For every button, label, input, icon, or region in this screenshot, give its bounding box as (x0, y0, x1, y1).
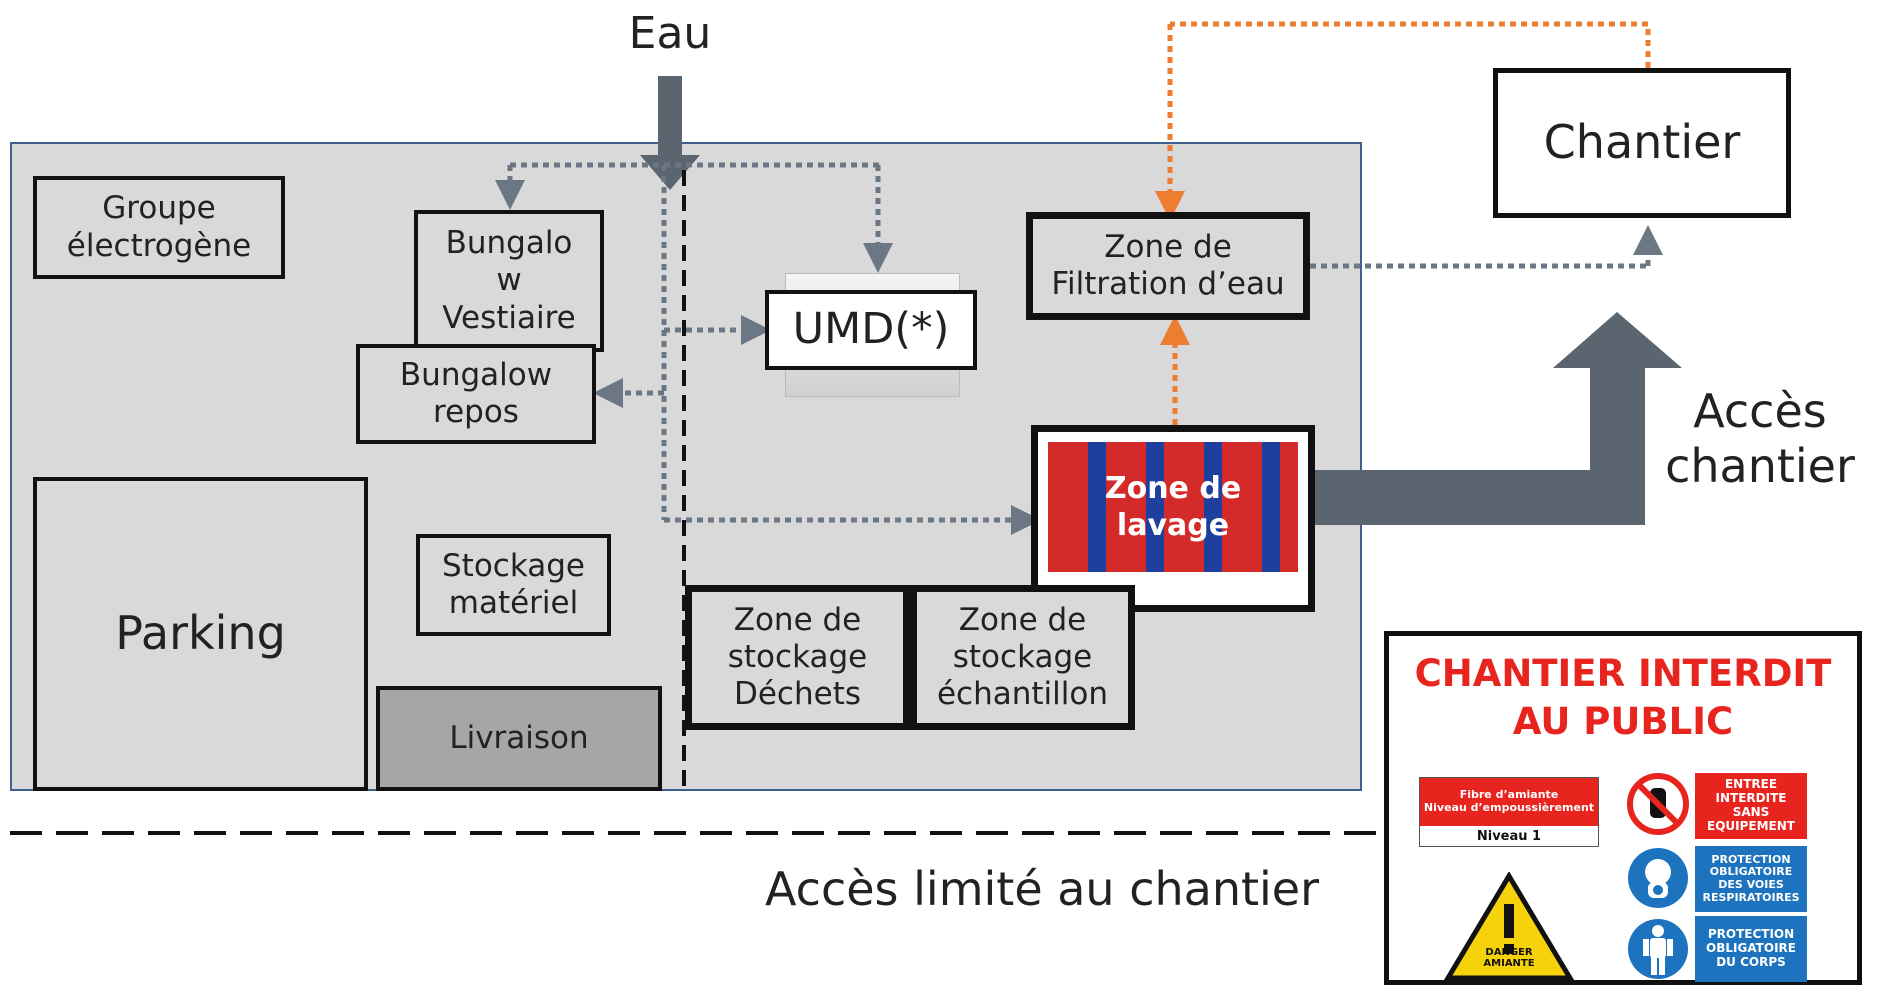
filtration-loop-lines (1155, 21, 1651, 425)
worksite-access-label: Accès chantier (1665, 384, 1855, 494)
bungalow-rest: Bungalow repos (356, 344, 596, 444)
asbestos-level-plate: Fibre d’amiante Niveau d’empoussièrement… (1419, 777, 1599, 847)
water-inlet-arrow (640, 76, 700, 190)
no-public-access-sign: CHANTIER INTERDIT AU PUBLIC Fibre d’amia… (1384, 631, 1862, 985)
asbestos-dust-text: Niveau d’empoussièrement (1423, 801, 1595, 814)
water-filtration-zone: Zone de Filtration d’eau (1026, 212, 1310, 320)
sample-storage-zone: Zone de stockage échantillon (910, 585, 1135, 730)
umd-label: UMD(*) (792, 304, 950, 355)
generator-zone: Groupe électrogène (33, 176, 285, 279)
washing-zone: Zone de lavage (1031, 425, 1315, 612)
delivery-zone: Livraison (376, 686, 662, 791)
danger-triangle-icon (1444, 872, 1574, 981)
water-filtration-label: Zone de Filtration d’eau (1051, 228, 1285, 302)
parking-zone: Parking (33, 477, 368, 791)
delivery-label: Livraison (449, 719, 589, 756)
asbestos-level-header: Fibre d’amiante Niveau d’empoussièrement (1420, 778, 1598, 826)
respiratory-protection-plate: PROTECTION OBLIGATOIRE DES VOIES RESPIRA… (1695, 846, 1807, 912)
water-label: Eau (628, 8, 712, 59)
sign-title: CHANTIER INTERDIT AU PUBLIC (1414, 652, 1832, 744)
waste-storage-label: Zone de stockage Déchets (727, 601, 868, 713)
body-protection-plate: PROTECTION OBLIGATOIRE DU CORPS (1695, 916, 1807, 982)
asbestos-level-value: Niveau 1 (1476, 829, 1542, 844)
bungalow-changing-room: Bungalo w Vestiaire (414, 210, 604, 352)
sample-storage-label: Zone de stockage échantillon (936, 601, 1108, 713)
washing-zone-label: Zone de lavage (1104, 470, 1242, 544)
equipment-storage-zone: Stockage matériel (416, 534, 611, 636)
generator-label: Groupe électrogène (66, 190, 252, 264)
equipment-storage-label: Stockage matériel (442, 547, 585, 621)
washing-mat-image: Zone de lavage (1048, 442, 1298, 572)
waste-storage-zone: Zone de stockage Déchets (685, 585, 910, 730)
parking-label: Parking (115, 606, 286, 661)
access-arrow (1310, 312, 1682, 525)
worksite-zone: Chantier (1493, 68, 1791, 218)
respirator-mask-icon (1628, 848, 1688, 908)
asbestos-fibre-text: Fibre d’amiante (1459, 788, 1559, 802)
entry-prohibited-plate: ENTREE INTERDITE SANS EQUIPEMENT (1695, 773, 1807, 839)
water-distribution-lines (495, 162, 1663, 535)
danger-asbestos-text: DANGER AMIANTE (1483, 946, 1535, 970)
umd-zone: UMD(*) (765, 290, 977, 370)
no-entry-hand-icon (1627, 773, 1689, 835)
limited-access-label: Accès limité au chantier (765, 862, 1320, 916)
protective-suit-icon (1628, 919, 1688, 979)
bungalow-changing-room-label: Bungalo w Vestiaire (442, 225, 576, 336)
worksite-label: Chantier (1543, 115, 1741, 170)
bungalow-rest-label: Bungalow repos (399, 356, 553, 430)
